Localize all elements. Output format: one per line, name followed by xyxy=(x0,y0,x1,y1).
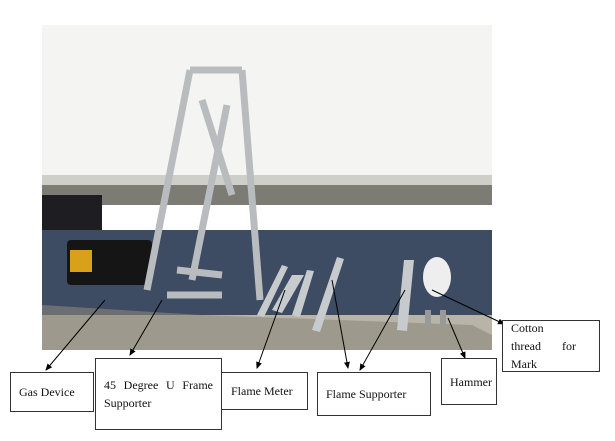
label-text: Cotton thread for Mark xyxy=(511,321,576,371)
apparatus-photo xyxy=(42,25,492,350)
label-text: Hammer xyxy=(450,374,492,389)
label-hammer: Hammer xyxy=(441,358,497,405)
label-text: Gas Device xyxy=(19,385,75,399)
u-frame-object xyxy=(143,66,264,301)
label-text: 45 Degree U Frame Supporter xyxy=(104,378,213,410)
label-cotton-thread: Cotton thread for Mark xyxy=(502,320,600,372)
label-text: Flame Supporter xyxy=(326,387,407,401)
label-flame-meter: Flame Meter xyxy=(220,372,308,410)
label-gas-device: Gas Device xyxy=(10,372,94,412)
label-flame-supporter: Flame Supporter xyxy=(317,372,431,416)
label-frame-supporter: 45 Degree U Frame Supporter xyxy=(95,358,222,430)
cotton-thread-object xyxy=(423,257,451,297)
label-text: Flame Meter xyxy=(231,384,293,398)
